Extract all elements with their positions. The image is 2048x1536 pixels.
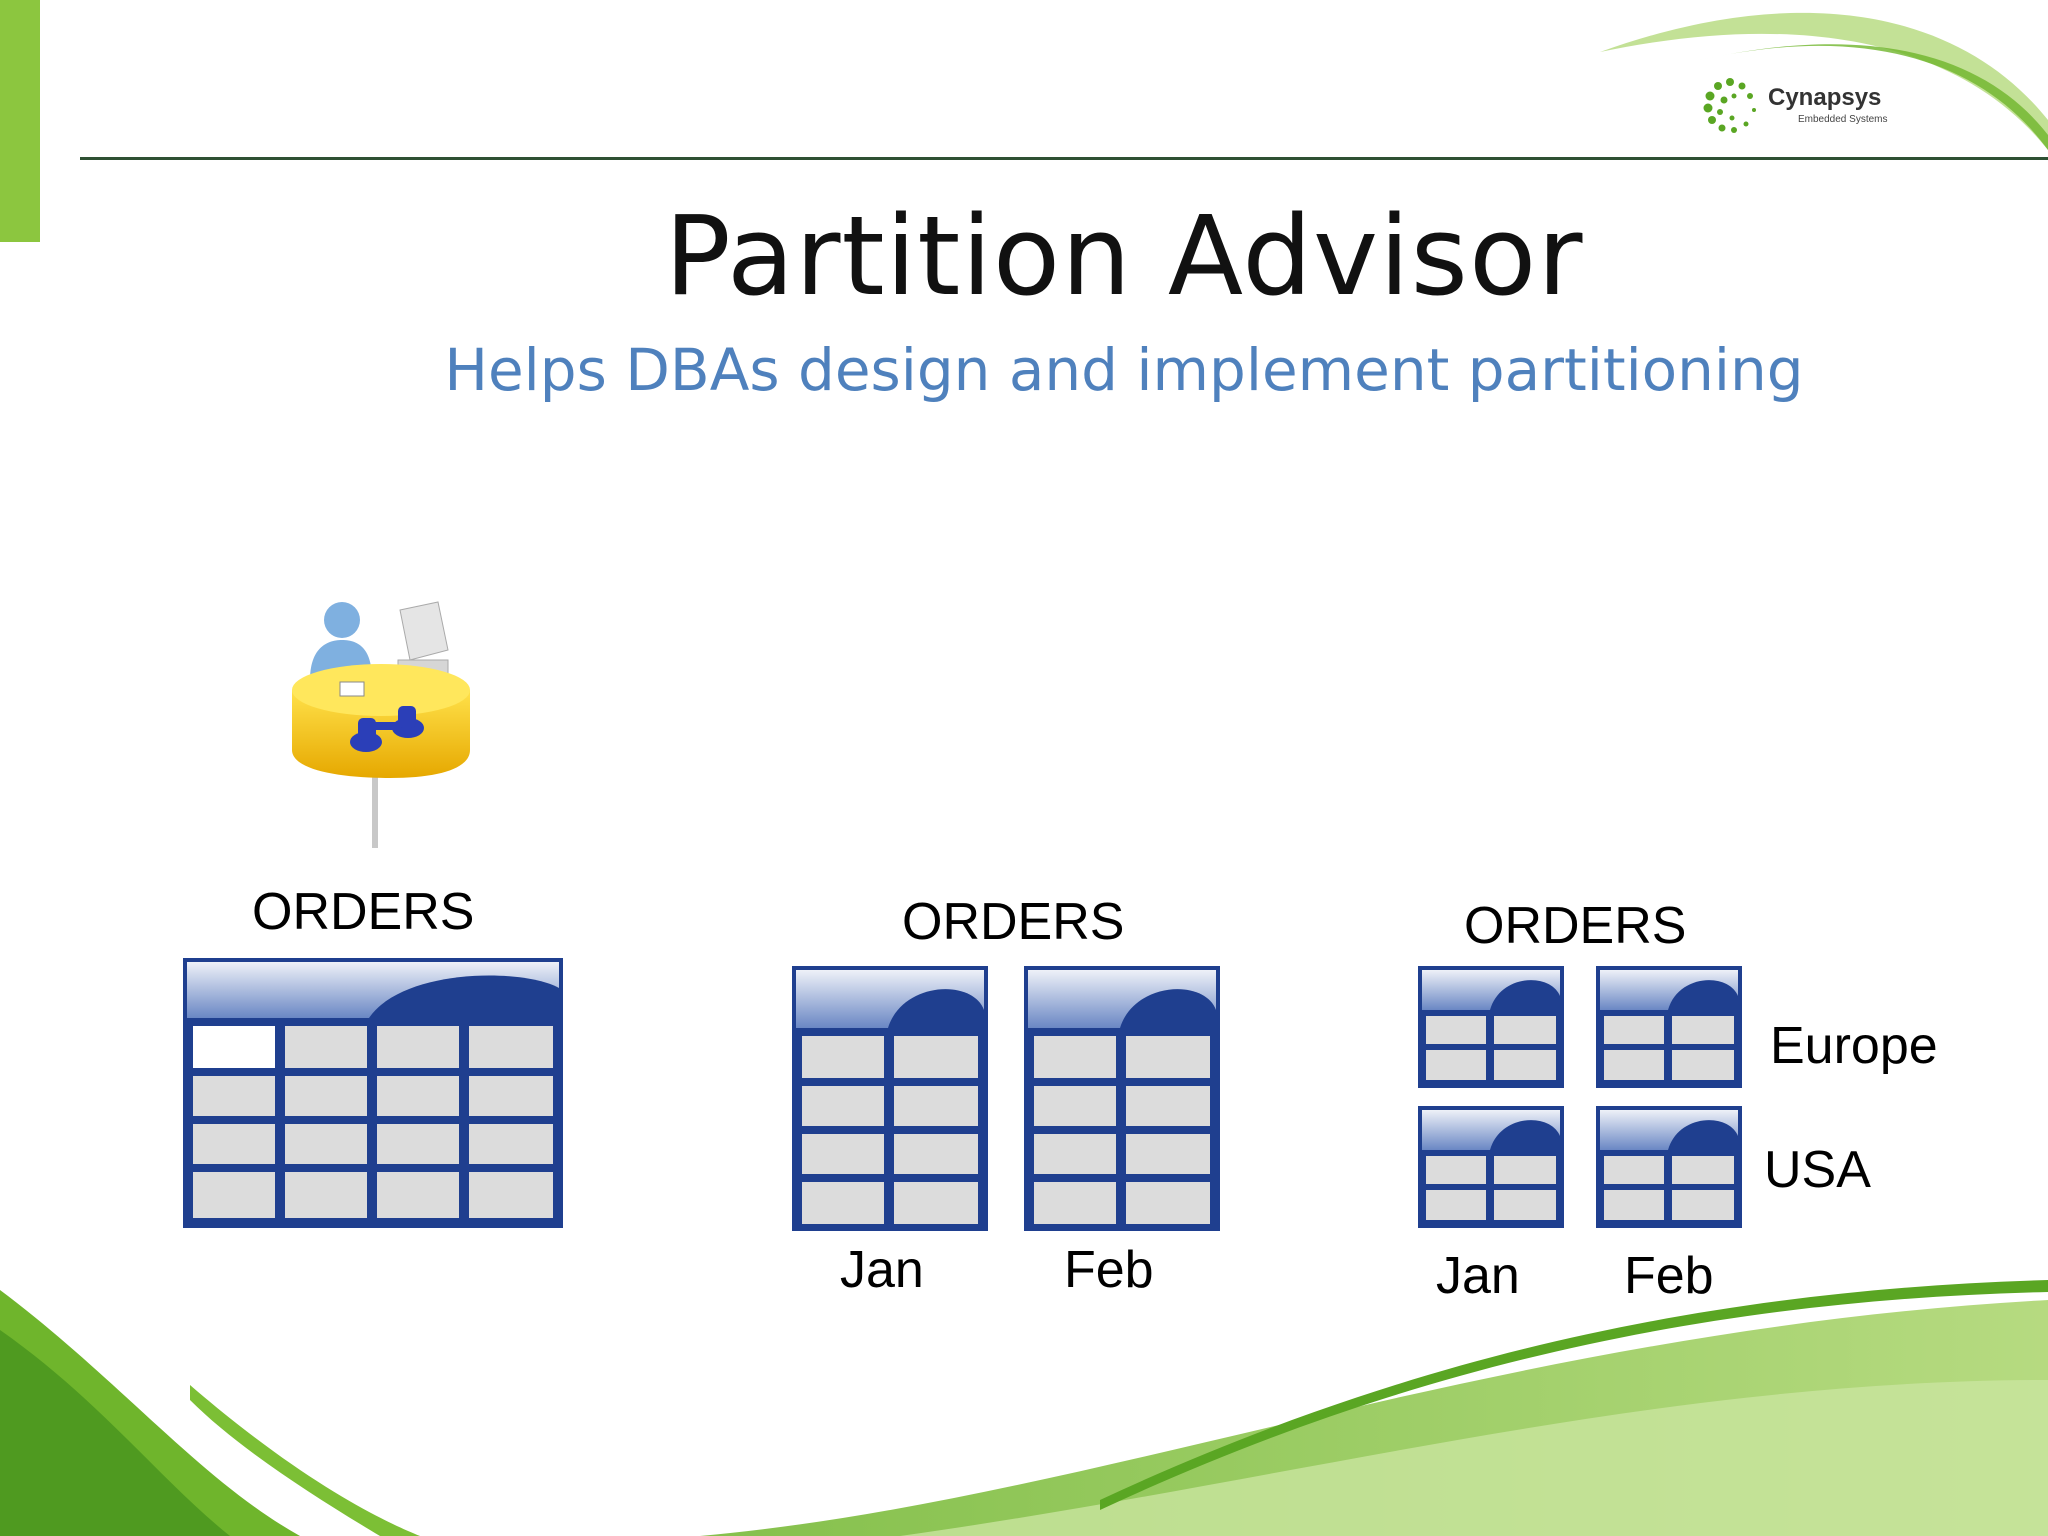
company-logo: Cynapsys Embedded Systems <box>1700 74 1890 136</box>
panel-2-column-feb: Feb <box>1064 1241 1154 1299</box>
logo-tagline: Embedded Systems <box>1798 114 1888 125</box>
table-icon <box>1024 966 1220 1231</box>
header-rule <box>80 157 2048 160</box>
panel-2-column-jan: Jan <box>840 1241 924 1299</box>
cynapsys-logo-icon <box>1703 78 1756 133</box>
panel-1-heading: ORDERS <box>252 883 475 941</box>
panel-2-heading: ORDERS <box>902 893 1125 951</box>
table-icon <box>1418 966 1564 1088</box>
panel-3-heading: ORDERS <box>1464 897 1687 955</box>
panel-3-row-europe: Europe <box>1770 1017 1938 1075</box>
slide-subtitle: Helps DBAs design and implement partitio… <box>444 336 1804 404</box>
slide-title: Partition Advisor <box>664 192 1584 320</box>
logo-name: Cynapsys <box>1768 84 1882 111</box>
table-icon <box>1596 966 1742 1088</box>
dba-advisor-icon <box>292 601 470 848</box>
table-icon <box>1596 1106 1742 1228</box>
panel-3-column-jan: Jan <box>1436 1247 1520 1305</box>
table-icon <box>183 958 563 1228</box>
table-icon <box>792 966 988 1231</box>
accent-tab <box>0 0 40 242</box>
table-icon <box>1418 1106 1564 1228</box>
panel-3-row-usa: USA <box>1764 1141 1871 1199</box>
panel-3-column-feb: Feb <box>1624 1247 1714 1305</box>
